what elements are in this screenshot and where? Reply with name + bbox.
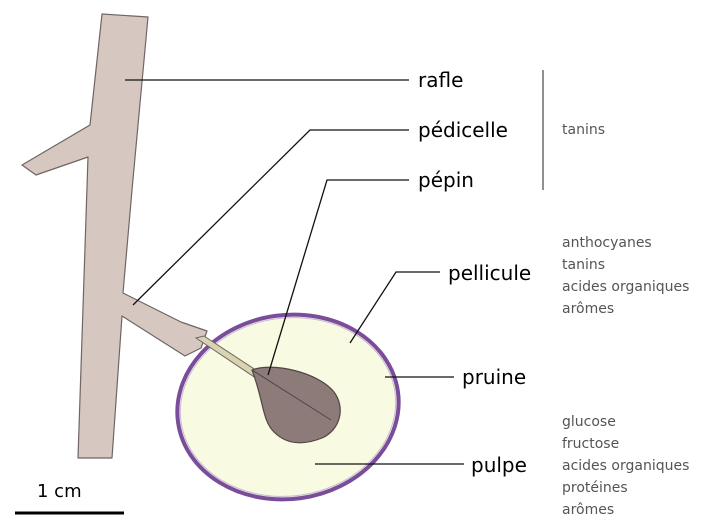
- note-pellicule-item: arômes: [562, 298, 689, 320]
- label-pellicule: pellicule: [448, 261, 531, 285]
- note-pulpe-item: acides organiques: [562, 455, 689, 477]
- label-rafle: rafle: [418, 68, 463, 92]
- label-pepin: pépin: [418, 168, 474, 192]
- note-pellicule-item: acides organiques: [562, 276, 689, 298]
- note-pulpe-item: glucose: [562, 411, 689, 433]
- label-pulpe: pulpe: [471, 453, 527, 477]
- note-pellicule-item: tanins: [562, 254, 689, 276]
- note-pellicule-item: anthocyanes: [562, 232, 689, 254]
- leader-pedicelle: [133, 130, 409, 305]
- note-pulpe-item: fructose: [562, 433, 689, 455]
- note-pulpe: glucose fructose acides organiques proté…: [562, 411, 689, 521]
- scale-bar-label: 1 cm: [37, 481, 82, 503]
- label-pedicelle: pédicelle: [418, 118, 508, 142]
- note-tanins-group: tanins: [562, 119, 605, 141]
- label-pruine: pruine: [462, 365, 526, 389]
- note-pulpe-item: protéines: [562, 477, 689, 499]
- note-pulpe-item: arômes: [562, 499, 689, 521]
- note-pellicule: anthocyanes tanins acides organiques arô…: [562, 232, 689, 320]
- leader-pellicule: [350, 272, 440, 343]
